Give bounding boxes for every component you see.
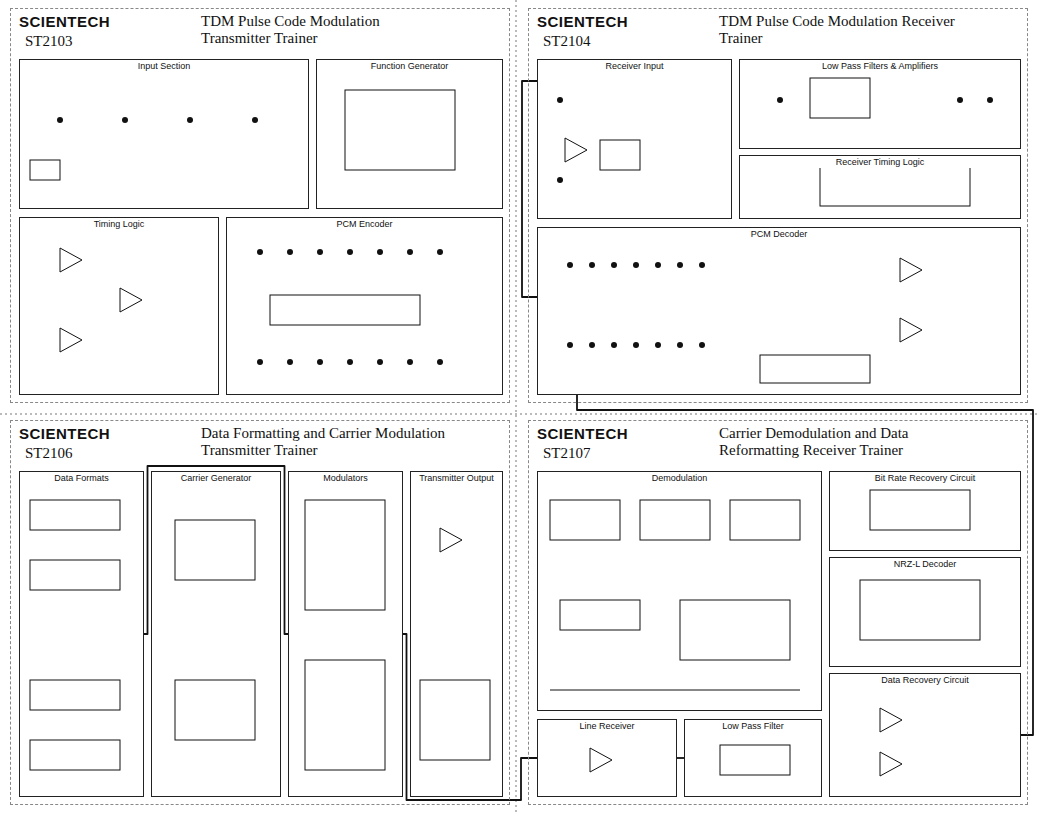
panel-heading: Line Receiver (540, 721, 674, 732)
circuit-panel: Bit Rate Recovery Circuit (829, 471, 1021, 551)
model-number: ST2104 (543, 33, 591, 50)
circuit-panel: Data Formats (19, 471, 144, 797)
panel-heading: Receiver Timing Logic (742, 157, 1018, 168)
circuit-panel: Transmitter Output (410, 471, 503, 797)
circuit-panel: Timing Logic (19, 217, 219, 395)
separator-line (516, 0, 517, 814)
panel-heading: Demodulation (540, 473, 819, 484)
panel-heading: Modulators (291, 473, 400, 484)
panel-heading: Receiver Input (540, 61, 729, 72)
patch-cord (522, 81, 537, 297)
circuit-panel: Receiver Timing Logic (739, 155, 1021, 219)
panel-heading: Timing Logic (22, 219, 216, 230)
circuit-blocks (30, 78, 980, 775)
panel-heading: Low Pass Filters & Amplifiers (742, 61, 1018, 72)
patch-cord (677, 758, 684, 759)
trainer-board: SCIENTECH ST2107 Carrier Demodulation and … (528, 420, 1028, 805)
circuit-panel: Receiver Input (537, 59, 732, 219)
separator-line (0, 414, 1038, 415)
panel-heading: Bit Rate Recovery Circuit (832, 473, 1018, 484)
circuit-panel: PCM Decoder (537, 227, 1021, 395)
circuit-panel: Line Receiver (537, 719, 677, 797)
circuit-panel: Function Generator (316, 59, 503, 209)
board-title: Carrier Demodulation and Data Reformatti… (719, 425, 969, 459)
board-title: TDM Pulse Code Modulation Receiver Train… (719, 13, 969, 47)
patch-cord (144, 466, 288, 634)
model-number: ST2107 (543, 445, 591, 462)
brand-logo: SCIENTECH (537, 425, 628, 442)
circuit-panel: Data Recovery Circuit (829, 673, 1021, 797)
panel-heading: Function Generator (319, 61, 500, 72)
patch-cord (577, 395, 1033, 735)
circuit-panel: Carrier Generator (151, 471, 281, 797)
board-title: Data Formatting and Carrier Modulation T… (201, 425, 451, 459)
board-title: TDM Pulse Code Modulation Transmitter Tr… (201, 13, 451, 47)
circuit-panel: PCM Encoder (226, 217, 503, 395)
panel-heading: PCM Encoder (229, 219, 500, 230)
model-number: ST2103 (25, 33, 73, 50)
circuit-panel: Modulators (288, 471, 403, 797)
circuit-panel: Low Pass Filter (684, 719, 822, 797)
panel-heading: Input Section (22, 61, 306, 72)
panel-heading: Transmitter Output (413, 473, 500, 484)
panel-heading: NRZ-L Decoder (832, 559, 1018, 570)
panel-heading: PCM Decoder (540, 229, 1018, 240)
circuit-panel: Input Section (19, 59, 309, 209)
circuit-panel: Demodulation (537, 471, 822, 711)
brand-logo: SCIENTECH (537, 13, 628, 30)
trainer-board: SCIENTECH ST2104 TDM Pulse Code Modulation… (528, 8, 1028, 403)
brand-logo: SCIENTECH (19, 425, 110, 442)
model-number: ST2106 (25, 445, 73, 462)
circuit-panel: NRZ-L Decoder (829, 557, 1021, 667)
patch-cord (403, 634, 537, 800)
trainer-board: SCIENTECH ST2103 TDM Pulse Code Modulation… (10, 8, 510, 403)
trainer-board: SCIENTECH ST2106 Data Formatting and Carri… (10, 420, 510, 805)
panel-heading: Low Pass Filter (687, 721, 819, 732)
circuit-panel: Low Pass Filters & Amplifiers (739, 59, 1021, 149)
panel-heading: Data Formats (22, 473, 141, 484)
brand-logo: SCIENTECH (19, 13, 110, 30)
panel-heading: Data Recovery Circuit (832, 675, 1018, 686)
panel-heading: Carrier Generator (154, 473, 278, 484)
